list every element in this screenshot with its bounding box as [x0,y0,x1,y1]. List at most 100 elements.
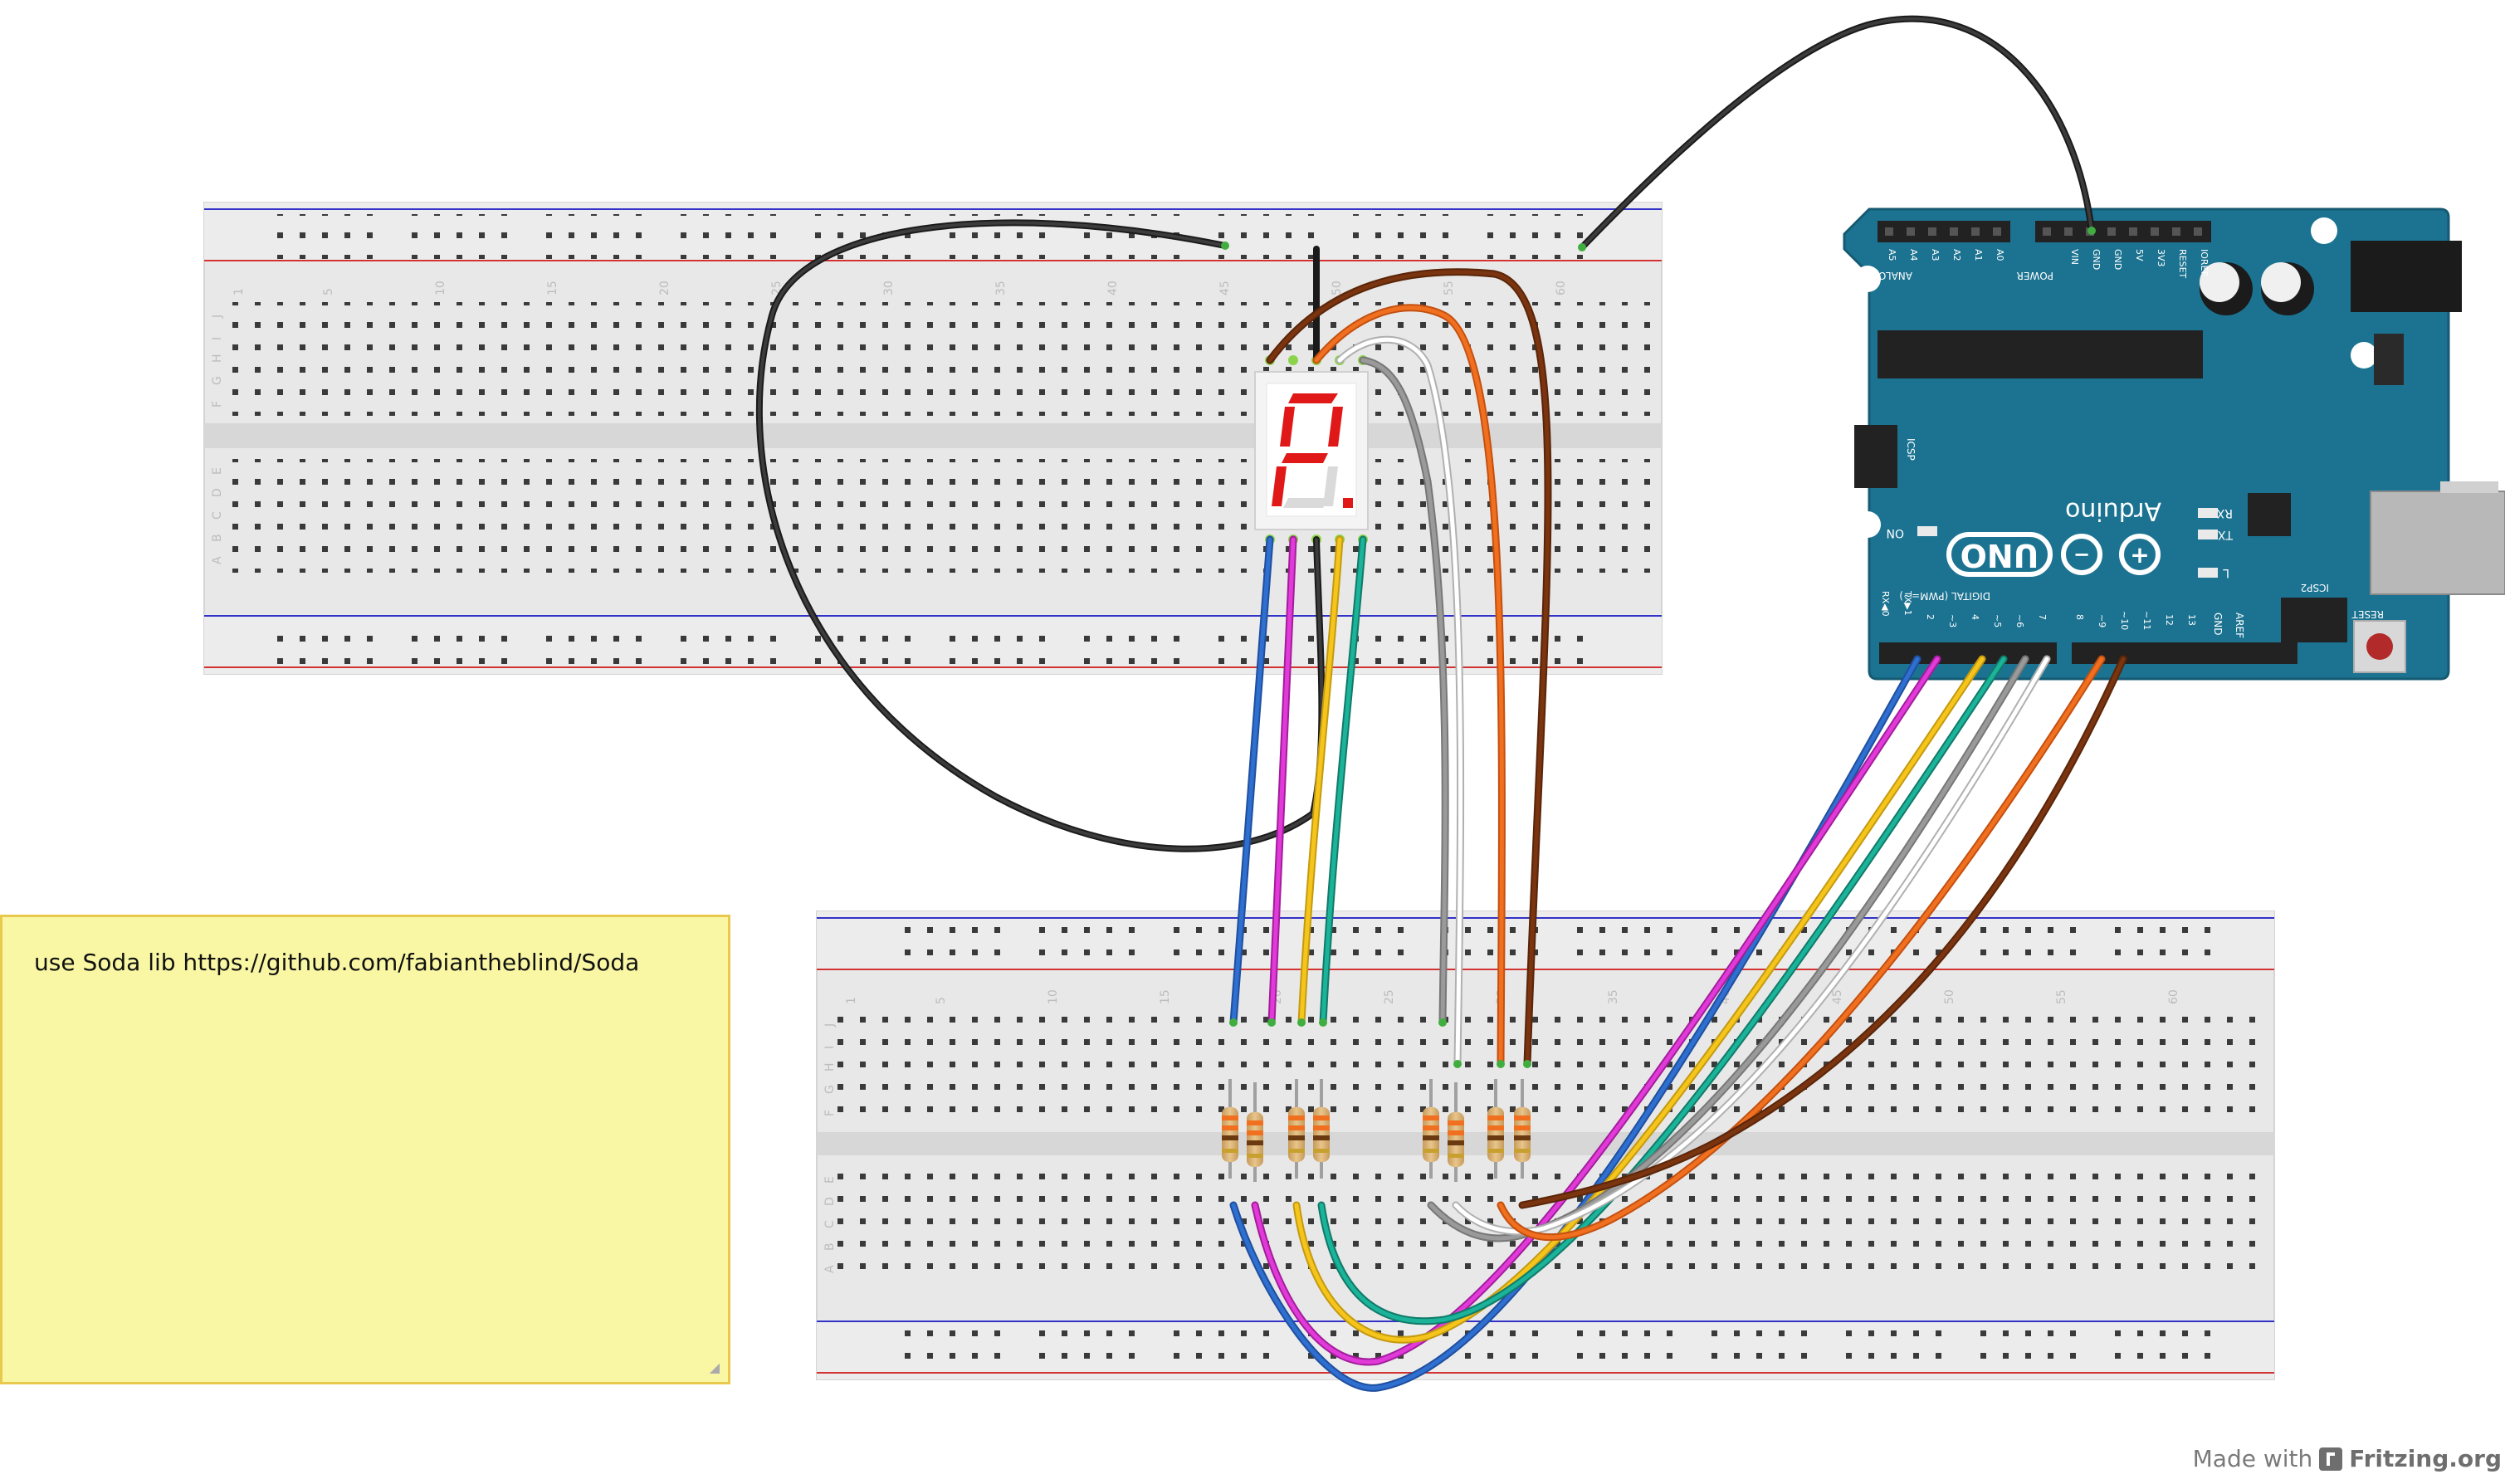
analog-header[interactable] [1878,221,2010,242]
col-num: 45 [1218,281,1232,295]
pin-label: 8 [2074,614,2085,620]
col-num: 25 [1383,989,1396,1004]
pin-label: ~6 [2014,614,2025,627]
terminal-holes-lower [224,459,1652,573]
row-letter: F [823,1110,837,1116]
col-num: 15 [546,281,559,295]
resistor [1423,1079,1439,1179]
col-num: 5 [322,288,335,295]
resistors [1222,1079,1531,1182]
aref-label: AREF [2234,613,2245,638]
power-jack [2351,241,2462,312]
col-num: 15 [1159,989,1172,1004]
pin-label: 5V [2134,249,2145,261]
col-num: 55 [1443,281,1456,295]
row-letter: D [823,1197,837,1206]
row-letter: I [823,1046,837,1049]
l-label: L [2223,566,2229,579]
pin-label: ~3 [1947,614,1958,627]
usb-chip [2248,493,2291,536]
pin-label: TX▶1 [1902,590,1913,616]
row-letter: B [823,1242,837,1251]
pin-label: 3V3 [2156,249,2166,267]
pin-label: A4 [1908,249,1919,261]
power-header[interactable] [2035,221,2211,242]
row-letter: F [211,401,224,408]
col-num: 20 [658,281,671,295]
row-letter: H [211,354,224,363]
pin-label: GND [2091,249,2102,270]
row-letter: G [211,376,224,385]
row-letter: C [823,1220,837,1228]
row-letter: A [823,1265,837,1273]
arduino-uno-board: − + UNO Arduino DIGITAL (PWM=~) POWER AN… [1843,207,2505,681]
pin-label: A1 [1973,249,1984,261]
l-led [2198,568,2218,578]
resize-grip-icon[interactable]: ◢ [709,1360,720,1375]
pin-label: 7 [2037,614,2048,620]
row-letter: G [823,1085,837,1094]
analog-label: ANALOG IN [1857,270,1912,281]
pin-label: A3 [1930,249,1941,261]
row-letter: I [211,337,224,340]
mounting-hole [2351,342,2377,369]
mounting-hole [2311,217,2337,244]
voltage-regulator [2374,334,2404,385]
rx-label: RX [2216,506,2233,520]
on-label: ON [1887,526,1905,539]
row-letter: H [823,1062,837,1072]
row-letter: B [211,534,224,542]
resistor [1487,1079,1504,1179]
pin-label: A2 [1951,249,1962,261]
logo-plus: + [2130,541,2149,569]
col-num: 30 [882,281,896,295]
pin-label: 13 [2186,614,2197,626]
col-num: 10 [434,281,447,295]
digital-header-low[interactable] [1879,642,2057,664]
row-letter: C [211,511,224,520]
usb-port [2370,491,2505,595]
row-letter: J [211,315,224,319]
resistor [1448,1082,1464,1182]
mounting-hole [1854,266,1881,292]
col-num: 10 [1047,989,1060,1004]
icsp2-header [2281,598,2347,642]
gnd-label: GND [2212,613,2224,636]
icsp2-label: ICSP2 [2301,582,2329,593]
col-num: 55 [2055,989,2068,1004]
pin-label: RX◀0 [1880,591,1891,617]
fritzing-logo-icon [2319,1447,2343,1471]
icsp-label: ICSP [1905,438,1917,461]
digital-header-high[interactable] [2072,642,2297,664]
reset-label: RESET [2351,608,2384,620]
connection-markers [1221,227,2096,1068]
col-num: 35 [1607,989,1620,1004]
row-letter: D [211,488,224,497]
pin-label: ~5 [1992,614,2003,627]
icsp-header [1854,425,1897,488]
pin-label: 12 [2164,614,2175,626]
sticky-note[interactable]: use Soda lib https://github.com/fabianth… [0,915,730,1384]
board-brand: Arduino [2065,496,2161,525]
col-num: 60 [1555,281,1568,295]
pin-label: VIN [2069,249,2080,265]
row-letter: J [823,1023,837,1028]
seven-segment-display [1254,355,1369,544]
resistor [1247,1082,1263,1182]
arduino-logo [1946,532,2161,577]
note-text: use Soda lib https://github.com/fabianth… [34,949,640,976]
fritzing-credit: Made with Fritzing.org [2193,1445,2502,1472]
wires [755,15,2127,1392]
pin-label: ~10 [2119,611,2130,630]
col-num: 1 [232,288,246,295]
pin-label: ~9 [2097,614,2107,627]
logo-minus: − [2073,543,2090,566]
pin-label: GND [2112,249,2123,270]
pin-label: 2 [1925,614,1936,620]
col-num: 5 [935,997,948,1004]
pin-label: RESET [2177,249,2188,279]
on-led [1917,526,1937,536]
unlit-segments [1283,466,1338,508]
col-num: 45 [1831,989,1844,1004]
